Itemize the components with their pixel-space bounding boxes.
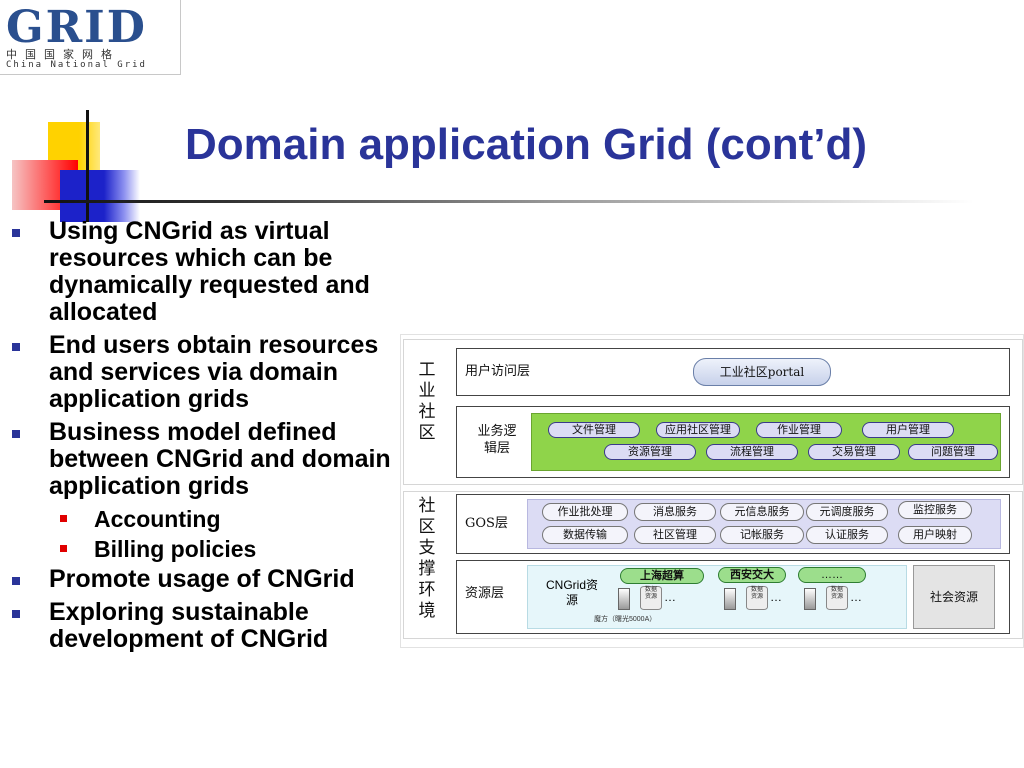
cngrid-resource-band: CNGrid资源 上海超算 西安交大 …… 数据资源 … 数据资源 … 数据资源…	[527, 565, 907, 629]
resource-layer-label: 资源层	[465, 586, 505, 601]
gos-authentication: 认证服务	[806, 526, 888, 544]
bullet-marker-icon	[12, 229, 20, 237]
bullet-marker-icon	[12, 430, 20, 438]
database-icon: 数据资源	[640, 586, 662, 610]
slide-title: Domain application Grid (cont’d)	[185, 120, 867, 169]
gos-messaging: 消息服务	[634, 503, 716, 521]
gos-services-band: 作业批处理 消息服务 元信息服务 元调度服务 监控服务 数据传输 社区管理 记帐…	[527, 499, 1001, 549]
service-job-management: 作业管理	[756, 422, 842, 438]
logo-english-name: China National Grid	[6, 60, 147, 70]
logo-chinese-name: 中国国家网格	[6, 48, 120, 61]
decor-blue-square	[60, 170, 140, 222]
magic-cube-note: 魔方（曙光5000A）	[594, 616, 657, 623]
user-access-layer-label: 用户访问层	[465, 364, 531, 379]
industry-community-label: 工业社区	[418, 360, 436, 443]
sub-bullet-item: Billing policies	[10, 536, 395, 562]
business-services-band: 文件管理 应用社区管理 作业管理 用户管理 资源管理 流程管理 交易管理 问题管…	[531, 413, 1001, 471]
sub-bullet-text: Billing policies	[94, 536, 257, 562]
decor-vertical-line	[86, 110, 89, 222]
bullet-item: Business model defined between CNGrid an…	[10, 419, 395, 500]
architecture-diagram: 工业社区 用户访问层 工业社区portal 业务逻辑层 文件管理 应用社区管理 …	[400, 334, 1024, 648]
service-workflow-management: 流程管理	[706, 444, 798, 460]
ellipsis: …	[664, 590, 676, 604]
gos-meta-scheduling: 元调度服务	[806, 503, 888, 521]
sub-bullet-text: Accounting	[94, 506, 221, 532]
service-issue-management: 问题管理	[908, 444, 998, 460]
bullet-text: End users obtain resources and services …	[49, 331, 379, 413]
database-icon: 数据资源	[826, 586, 848, 610]
service-user-management: 用户管理	[862, 422, 954, 438]
site-shanghai-supercomputing: 上海超算	[620, 568, 704, 584]
server-icon	[618, 588, 630, 610]
ellipsis: …	[850, 590, 862, 604]
cngrid-resource-label: CNGrid资源	[545, 578, 598, 607]
bullet-list: Using CNGrid as virtual resources which …	[10, 218, 395, 659]
gos-accounting: 记帐服务	[720, 526, 804, 544]
server-icon	[804, 588, 816, 610]
site-more: ……	[798, 567, 866, 583]
gos-community-management: 社区管理	[634, 526, 716, 544]
service-resource-management: 资源管理	[604, 444, 696, 460]
bullet-item: Promote usage of CNGrid	[10, 566, 395, 593]
bullet-text: Using CNGrid as virtual resources which …	[49, 217, 370, 326]
bullet-marker-icon	[12, 577, 20, 585]
community-support-group: 社区支撑环境 GOS层 作业批处理 消息服务 元信息服务 元调度服务 监控服务 …	[403, 491, 1023, 639]
ellipsis: …	[770, 590, 782, 604]
bullet-text: Business model defined between CNGrid an…	[49, 418, 391, 500]
server-icon	[724, 588, 736, 610]
sub-bullet-marker-icon	[60, 515, 67, 522]
gos-batch-job: 作业批处理	[542, 503, 628, 521]
bullet-text: Promote usage of CNGrid	[49, 565, 355, 593]
gos-data-transfer: 数据传输	[542, 526, 628, 544]
service-transaction-management: 交易管理	[808, 444, 900, 460]
resource-layer: 资源层 CNGrid资源 上海超算 西安交大 …… 数据资源 … 数据资源 … …	[456, 560, 1010, 634]
business-logic-layer-label: 业务逻辑层	[477, 424, 517, 456]
gos-monitoring: 监控服务	[898, 501, 972, 519]
sub-bullet-marker-icon	[60, 545, 67, 552]
decor-horizontal-line	[44, 200, 974, 203]
cngrid-logo: GRID 中国国家网格 China National Grid	[0, 0, 181, 75]
gos-layer: GOS层 作业批处理 消息服务 元信息服务 元调度服务 监控服务 数据传输 社区…	[456, 494, 1010, 554]
bullet-item: End users obtain resources and services …	[10, 332, 395, 413]
database-icon: 数据资源	[746, 586, 768, 610]
social-resources-box: 社会资源	[913, 565, 995, 629]
user-access-layer: 用户访问层 工业社区portal	[456, 348, 1010, 396]
bullet-marker-icon	[12, 610, 20, 618]
gos-layer-label: GOS层	[465, 516, 508, 531]
bullet-marker-icon	[12, 343, 20, 351]
bullet-item: Using CNGrid as virtual resources which …	[10, 218, 395, 326]
portal-node: 工业社区portal	[693, 358, 831, 386]
industry-community-group: 工业社区 用户访问层 工业社区portal 业务逻辑层 文件管理 应用社区管理 …	[403, 339, 1023, 485]
logo-wordmark: GRID	[6, 2, 147, 53]
community-support-label: 社区支撑环境	[418, 496, 436, 621]
gos-metadata: 元信息服务	[720, 503, 804, 521]
bullet-text: Exploring sustainable development of CNG…	[49, 598, 329, 653]
gos-user-mapping: 用户映射	[898, 526, 972, 544]
sub-bullet-item: Accounting	[10, 506, 395, 532]
site-xian-jiaotong: 西安交大	[718, 567, 786, 583]
service-app-community-management: 应用社区管理	[656, 422, 740, 438]
bullet-item: Exploring sustainable development of CNG…	[10, 599, 395, 653]
business-logic-layer: 业务逻辑层 文件管理 应用社区管理 作业管理 用户管理 资源管理 流程管理 交易…	[456, 406, 1010, 478]
service-file-management: 文件管理	[548, 422, 640, 438]
